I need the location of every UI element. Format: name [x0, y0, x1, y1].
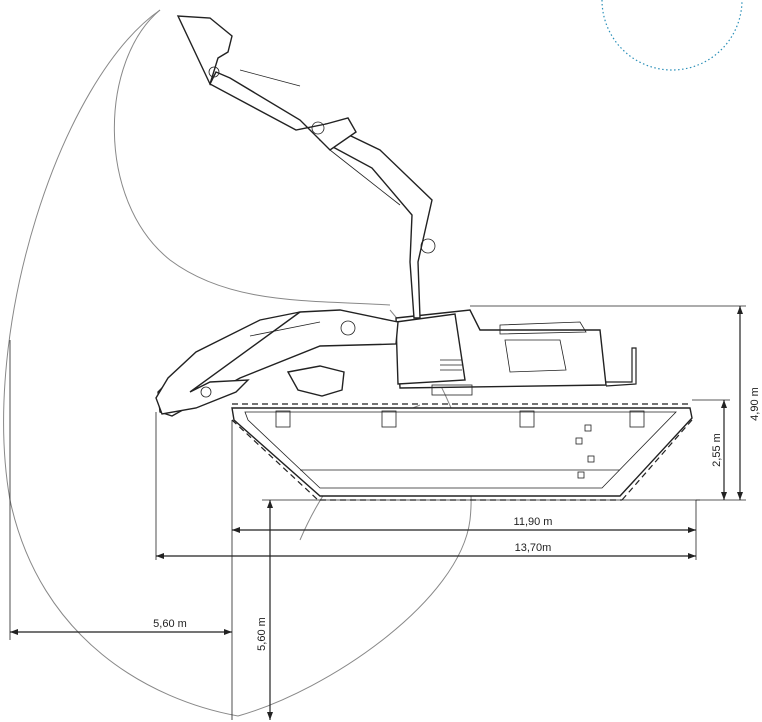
label-track-length: 11,90 m [514, 516, 553, 528]
label-overall-length: 13,70m [515, 542, 552, 554]
arrowheads [10, 306, 743, 720]
reach-envelope-inner [113, 9, 391, 306]
accent-dotted-circle [601, 0, 743, 71]
upper-structure [395, 309, 637, 396]
label-track-height: 2,55 m [711, 433, 723, 467]
label-dig-depth: 5,60 m [256, 617, 268, 651]
lowered-boom [155, 309, 399, 417]
label-reach-horizontal: 5,60 m [153, 618, 187, 630]
dimension-lines [9, 305, 746, 720]
raised-boom [176, 15, 436, 319]
label-height-total: 4,90 m [749, 387, 761, 421]
track-pontoon [231, 403, 693, 501]
reach-envelope-outer [3, 9, 239, 717]
